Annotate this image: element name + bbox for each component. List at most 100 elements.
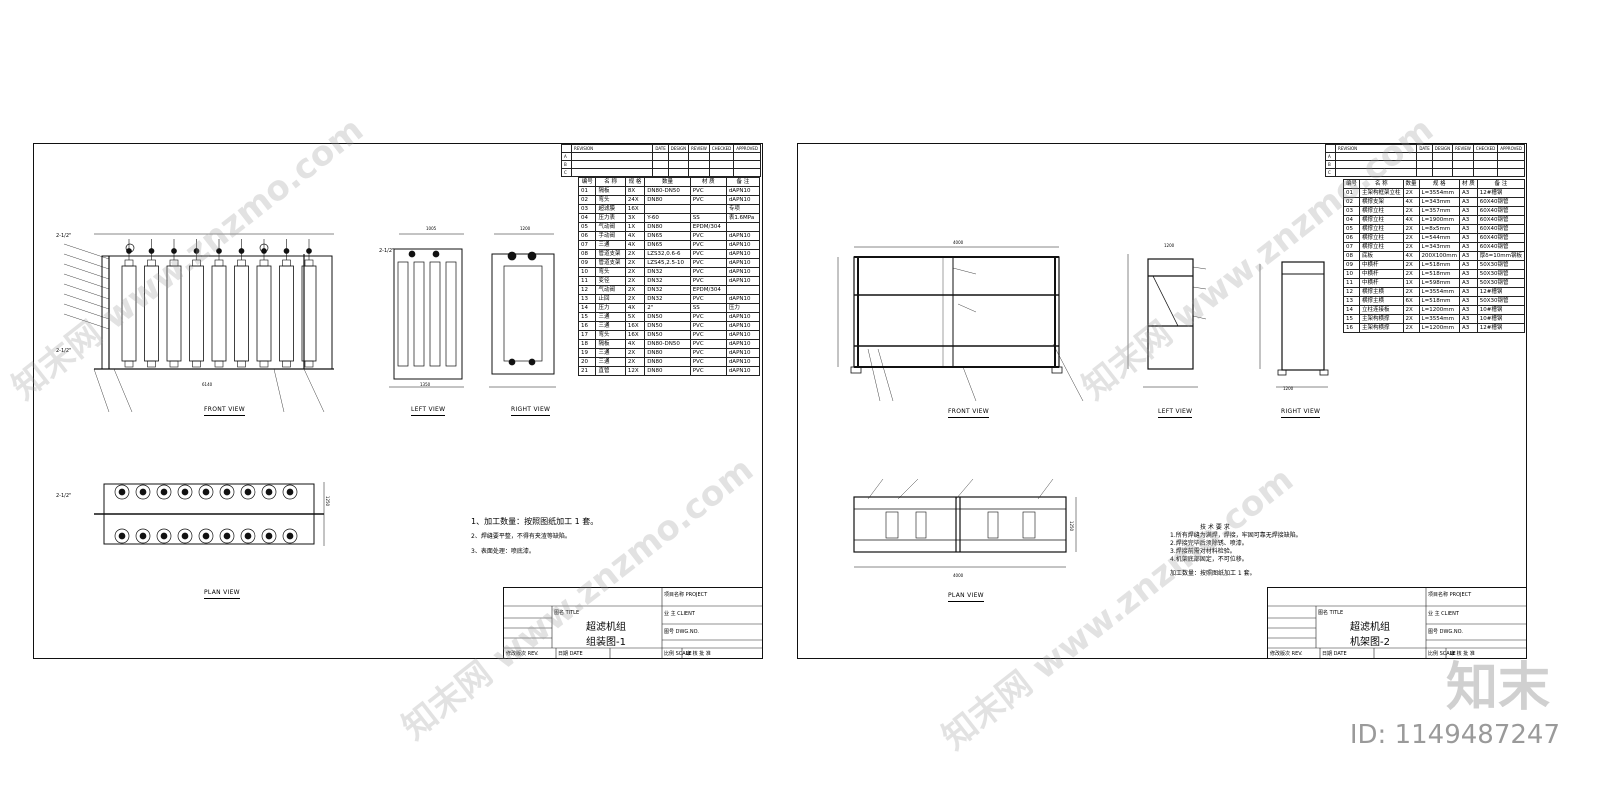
- leader-line: [93, 368, 110, 413]
- bom-cell: 6X: [1402, 296, 1420, 306]
- bom-cell: 10#槽钢: [1476, 314, 1526, 324]
- bom-cell: 15: [577, 312, 597, 322]
- membrane-top: [114, 484, 130, 500]
- bom-cell: PVC: [689, 357, 727, 367]
- bom-cell: 20: [577, 357, 597, 367]
- rev-col: REVIEW: [1452, 144, 1474, 153]
- bom-cell: 2X: [1402, 260, 1420, 270]
- bom-cell: DN50: [644, 330, 691, 340]
- bom-cell: DN65: [644, 231, 691, 241]
- membrane-core: [244, 532, 252, 540]
- bom-cell: dAPN10: [725, 249, 761, 259]
- bom-cell: 12#槽钢: [1476, 188, 1526, 198]
- bom-cell: L=518mm: [1418, 269, 1461, 279]
- rev-label: 修改版次 REV.: [506, 651, 539, 657]
- drawing-title: 超滤机组: [586, 622, 626, 633]
- leader-line: [63, 263, 110, 280]
- bom-cell: 2": [644, 303, 691, 313]
- bom-cell: 气动阀: [595, 285, 626, 295]
- bom-cell: L=1200mm: [1418, 305, 1461, 315]
- leader-line: [113, 368, 133, 413]
- bom-cell: 2X: [1402, 233, 1420, 243]
- bom-cell: 2X: [1402, 287, 1420, 297]
- bom-cell: 4X: [1402, 215, 1420, 225]
- valve-icon: [306, 248, 312, 254]
- bom-cell: 超滤膜: [595, 204, 626, 214]
- bom-cell: 04: [577, 213, 597, 223]
- bom-cell: 横撑立柱: [1359, 215, 1404, 225]
- bom-cell: 21: [577, 366, 597, 376]
- membrane-top: [135, 528, 151, 544]
- bom-cell: L=1900mm: [1418, 215, 1461, 225]
- membrane-top: [282, 484, 298, 500]
- rev-col: APPROVED: [733, 144, 761, 153]
- bom-cell: L=544mm: [1418, 233, 1461, 243]
- bom-cell: 60X40钢管: [1476, 224, 1526, 234]
- rev-mark: B: [560, 160, 573, 169]
- module-cap: [147, 360, 156, 368]
- bom-cell: 三通: [595, 312, 626, 322]
- bom-cell: Y-60: [644, 213, 691, 223]
- sheet-2-linework: [837, 246, 1329, 568]
- bom-cell: PVC: [689, 276, 727, 286]
- bom-cell: A3: [1459, 260, 1478, 270]
- bom-cell: 2X: [1402, 224, 1420, 234]
- membrane-core: [139, 488, 147, 496]
- bom-header-cell: 材 质: [689, 177, 727, 187]
- rev-mark: A: [1324, 152, 1337, 161]
- bom-cell: 2X: [624, 267, 646, 277]
- bom-cell: 24X: [624, 195, 646, 205]
- membrane-core: [181, 532, 189, 540]
- drawing-title: 超滤机组: [1350, 622, 1390, 633]
- bom-cell: dAPN10: [725, 348, 761, 358]
- bom-cell: 09: [577, 258, 597, 268]
- bom-cell: 1X: [624, 222, 646, 232]
- bom-cell: 60X40钢管: [1476, 197, 1526, 207]
- date-label: 日期 DATE: [558, 651, 583, 657]
- bom-cell: 05: [1342, 224, 1361, 234]
- bom-cell: 中横杆: [1359, 260, 1404, 270]
- bom-cell: A3: [1459, 242, 1478, 252]
- left-view-module: [397, 261, 409, 367]
- note-line: 3.焊接前需对材料检验。: [1170, 548, 1236, 555]
- bom-cell: PVC: [689, 339, 727, 349]
- bom-cell: 压力表: [595, 213, 626, 223]
- note-line: 1、加工数量：按照图纸加工 1 套。: [471, 517, 599, 526]
- bom-cell: DN50: [644, 312, 691, 322]
- bom-cell: 压力: [595, 303, 626, 313]
- dim-right-width: 1200: [520, 226, 531, 231]
- rev-mark: A: [560, 152, 573, 161]
- right-view-label: RIGHT VIEW: [1281, 408, 1320, 418]
- left-view-module: [413, 261, 425, 367]
- bom-cell: 10: [1342, 269, 1361, 279]
- bom-cell: 气动阀: [595, 222, 626, 232]
- bom-cell: 16X: [624, 330, 646, 340]
- bom-cell: 02: [577, 195, 597, 205]
- bom-cell: dAPN10: [725, 240, 761, 250]
- title-block-grid: [1268, 588, 1526, 658]
- valve-icon: [283, 248, 290, 254]
- bom-cell: 2X: [1402, 305, 1420, 315]
- bom-cell: PVC: [689, 348, 727, 358]
- membrane-core: [223, 532, 231, 540]
- bom-cell: 横撑主横: [1359, 296, 1404, 306]
- date-label: 日期 DATE: [1322, 651, 1347, 657]
- valve-icon: [261, 248, 267, 254]
- bom-cell: dAPN10: [725, 195, 761, 205]
- bom-cell: DN32: [644, 276, 691, 286]
- bom-cell: 3X: [624, 213, 646, 223]
- leader-line: [63, 303, 110, 320]
- module-cap: [304, 259, 314, 267]
- bom-cell: 06: [1342, 233, 1361, 243]
- membrane-core: [118, 488, 126, 496]
- quantity-note: 加工数量：按照图纸加工 1 套。: [1170, 570, 1256, 577]
